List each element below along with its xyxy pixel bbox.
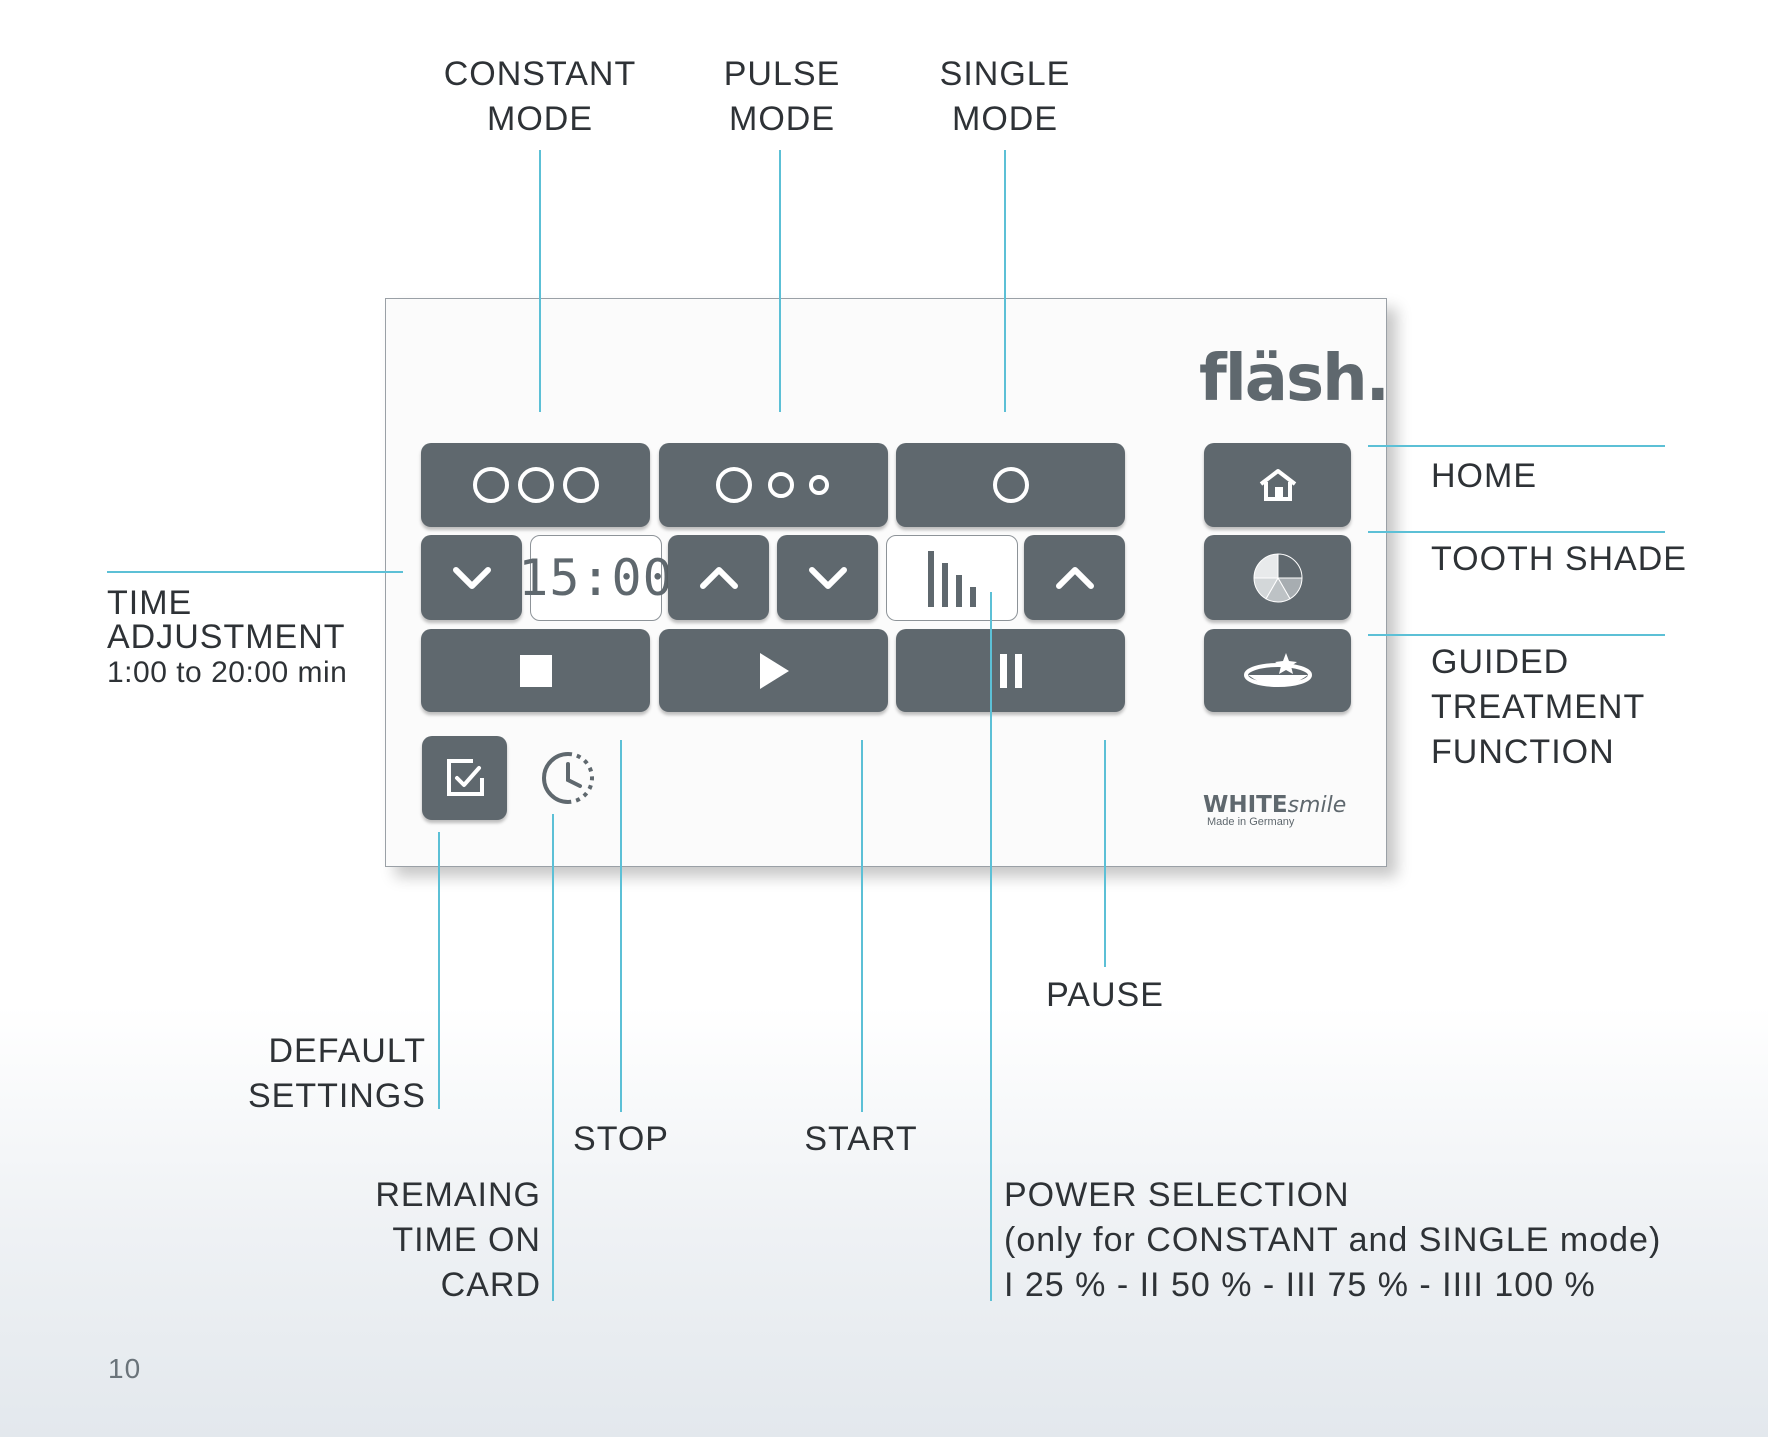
dental-tray-icon [1243, 652, 1312, 687]
guided-treatment-label-line2: TREATMENT [1431, 688, 1646, 726]
stop-callout [620, 740, 622, 1112]
constant-mode-callout [539, 150, 541, 412]
remaining-time-label-line3: CARD [440, 1266, 541, 1304]
default-settings-label-line2: SETTINGS [247, 1077, 426, 1115]
stop-label: STOP [573, 1120, 669, 1158]
pulse-mode-label-line2: MODE [729, 100, 835, 138]
pulse-mode-callout [779, 150, 781, 412]
default-settings-button[interactable] [422, 736, 507, 820]
three-equal-circles-icon [472, 467, 599, 503]
remaining-time-label: REMAING TIME ON CARD [341, 1173, 541, 1308]
guided-treatment-callout [1368, 634, 1665, 636]
chevron-down-icon [452, 566, 491, 589]
pause-bars-icon [999, 653, 1022, 688]
timer-display: 15:00 [518, 535, 673, 621]
checkbox-icon [446, 759, 484, 796]
pulse-mode-label: PULSE MODE [682, 52, 882, 142]
flash-brand-logo: fläsh. [1199, 342, 1390, 416]
tooth-shade-button[interactable] [1204, 535, 1351, 620]
power-selection-label-line2: (only for CONSTANT and SINGLE mode) [1004, 1221, 1662, 1259]
single-mode-label: SINGLE MODE [905, 52, 1105, 142]
single-mode-label-line2: MODE [952, 100, 1058, 138]
constant-mode-label-line2: MODE [487, 100, 593, 138]
single-mode-callout [1004, 150, 1006, 412]
guided-treatment-label: GUIDED TREATMENT FUNCTION [1431, 640, 1645, 775]
power-selection-label-line1: POWER SELECTION [1004, 1176, 1350, 1214]
whitesmile-logo-italic: smile [1287, 793, 1347, 818]
pause-label: PAUSE [1046, 976, 1164, 1014]
time-adjustment-label-line1: TIME [107, 584, 193, 622]
pulse-mode-label-line1: PULSE [723, 55, 841, 93]
time-down-button[interactable] [421, 535, 522, 620]
pause-button[interactable] [896, 629, 1125, 712]
start-callout [861, 740, 863, 1112]
home-icon [1259, 469, 1296, 501]
single-mode-label-line1: SINGLE [939, 55, 1071, 93]
power-selection-callout [990, 592, 992, 1301]
chevron-down-icon [808, 566, 847, 589]
default-settings-label: DEFAULT SETTINGS [226, 1029, 426, 1119]
power-up-button[interactable] [1024, 535, 1125, 620]
power-selection-label: POWER SELECTION (only for CONSTANT and S… [1004, 1173, 1661, 1308]
power-bars-icon [928, 551, 976, 607]
power-selection-label-line3: I 25 % - II 50 % - III 75 % - IIII 100 % [1004, 1266, 1596, 1304]
whitesmile-logo-bold: WHITE [1203, 792, 1288, 818]
single-mode-button[interactable] [896, 443, 1125, 527]
home-button[interactable] [1204, 443, 1351, 527]
constant-mode-button[interactable] [421, 443, 650, 527]
power-display [886, 535, 1018, 621]
power-down-button[interactable] [777, 535, 878, 620]
timer-display-value: 15:00 [518, 549, 674, 607]
chevron-up-icon [1055, 566, 1094, 589]
default-settings-callout [438, 832, 440, 1109]
page-number: 10 [108, 1353, 142, 1384]
remaining-time-button[interactable] [540, 750, 596, 806]
time-adjustment-callout [107, 571, 403, 573]
tooth-shade-callout [1368, 531, 1665, 533]
tooth-shade-label: TOOTH SHADE [1431, 540, 1687, 578]
start-button[interactable] [659, 629, 888, 712]
remaining-time-label-line2: TIME ON [392, 1221, 541, 1259]
clock-icon [542, 752, 594, 804]
time-up-button[interactable] [668, 535, 769, 620]
guided-treatment-label-line3: FUNCTION [1431, 733, 1615, 771]
pulse-mode-button[interactable] [659, 443, 888, 527]
descending-circles-icon [715, 467, 829, 503]
guided-treatment-button[interactable] [1204, 629, 1351, 712]
default-settings-label-line1: DEFAULT [268, 1032, 426, 1070]
chevron-up-icon [699, 566, 738, 589]
time-adjustment-label: TIME ADJUSTMENT 1:00 to 20:00 min [107, 586, 347, 690]
constant-mode-label-line1: CONSTANT [443, 55, 637, 93]
time-range-label: 1:00 to 20:00 min [107, 656, 348, 689]
stop-button[interactable] [421, 629, 650, 712]
start-label: START [804, 1120, 918, 1158]
constant-mode-label: CONSTANT MODE [440, 52, 640, 142]
remaining-time-callout [552, 814, 554, 1301]
guided-treatment-label-line1: GUIDED [1431, 643, 1570, 681]
made-in-germany-tagline: Made in Germany [1207, 816, 1295, 828]
remaining-time-label-line1: REMAING [375, 1176, 541, 1214]
stop-square-icon [519, 654, 552, 687]
home-label: HOME [1431, 457, 1537, 495]
pause-callout [1104, 740, 1106, 967]
whitesmile-logo: WHITEsmile Made in Germany [1203, 792, 1346, 828]
single-circle-icon [992, 467, 1029, 503]
tooth-shade-pie-icon [1252, 552, 1303, 602]
home-callout [1368, 445, 1665, 447]
play-triangle-icon [759, 652, 789, 689]
time-adjustment-label-line2: ADJUSTMENT [107, 618, 346, 656]
